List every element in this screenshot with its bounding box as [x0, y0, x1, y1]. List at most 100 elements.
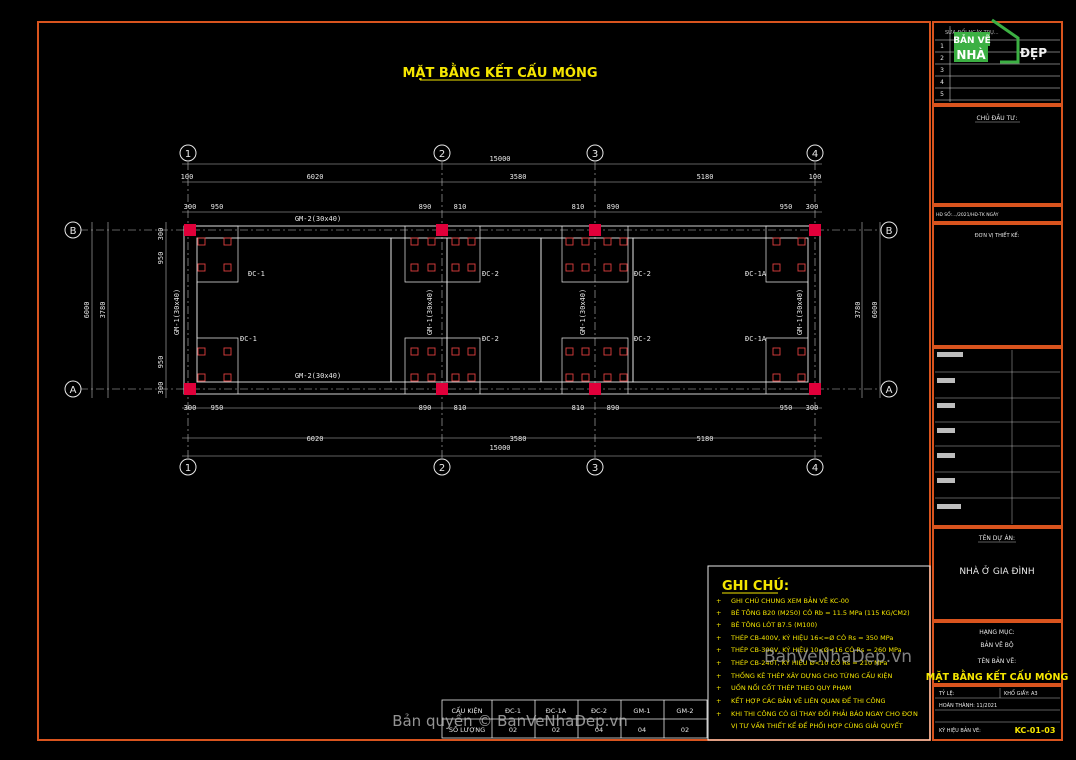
note-item: THÉP CB-240T, KÝ HIỆU Ø<10 CÓ Rs = 210 M…: [730, 658, 887, 667]
columns: [184, 224, 821, 395]
svg-text:890: 890: [419, 404, 432, 412]
svg-text:+: +: [716, 634, 721, 642]
svg-text:3580: 3580: [510, 435, 527, 443]
sheet-name: MẶT BẰNG KẾT CẤU MÓNG: [926, 670, 1069, 683]
dim-text-sides: 6000 3780 950 950 300 300 3780 6000: [83, 228, 879, 395]
info-table: [935, 688, 1060, 723]
svg-text:300: 300: [806, 203, 819, 211]
schedule-table: [441, 699, 708, 739]
svg-text:950: 950: [780, 404, 793, 412]
svg-text:890: 890: [419, 203, 432, 211]
dimension-lines: [91, 163, 881, 457]
svg-text:02: 02: [681, 726, 689, 734]
note-item: BÊ TÔNG LÓT B7.5 (M100): [731, 620, 817, 629]
svg-text:+: +: [716, 697, 721, 705]
svg-text:ĐC-1: ĐC-1: [505, 707, 521, 715]
svg-text:02: 02: [552, 726, 560, 734]
svg-text:+: +: [716, 659, 721, 667]
svg-text:+: +: [716, 597, 721, 605]
note-item: KẾT HỢP CÁC BẢN VẼ LIÊN QUAN ĐỂ THI CÔNG: [731, 695, 886, 705]
footing-pads: [184, 225, 820, 394]
dim-text-bottom: 300 950 890 810 810 890 950 300 6020 358…: [184, 404, 819, 452]
svg-text:02: 02: [509, 726, 517, 734]
svg-text:+: +: [716, 684, 721, 692]
svg-text:810: 810: [572, 203, 585, 211]
beam-labels: GM-2(30x40) GM-2(30x40) GM-1(30x40) GM-1…: [173, 215, 804, 380]
signature-rows: [935, 350, 1060, 524]
svg-text:6020: 6020: [307, 435, 324, 443]
svg-text:3: 3: [592, 149, 598, 160]
svg-text:810: 810: [454, 203, 467, 211]
note-item: VỊ TƯ VẤN THIẾT KẾ ĐỂ PHỐI HỢP CÙNG GIẢI…: [731, 720, 903, 730]
schedule-cells: CẤU KIỆN ĐC-1 ĐC-1A ĐC-2 GM-1 GM-2 SỐ LƯ…: [449, 705, 694, 734]
svg-text:300: 300: [184, 404, 197, 412]
title-block-frames: [932, 21, 1063, 741]
revision-rows: 1 2 3 4 5: [940, 43, 944, 98]
svg-text:6000: 6000: [83, 302, 91, 319]
copyright-watermark: Bản quyền © BanVeNhaDep.vn: [392, 712, 628, 730]
svg-text:300: 300: [157, 382, 165, 395]
sheet-label: TÊN BẢN VẼ:: [977, 657, 1016, 665]
beam-outlines: [183, 225, 821, 395]
note-item: KHI THI CÔNG CÓ GÌ THAY ĐỔI PHẢI BÁO NGA…: [731, 708, 918, 718]
svg-text:A: A: [886, 385, 893, 396]
pile-caps: [197, 237, 806, 382]
svg-text:B: B: [886, 226, 893, 237]
svg-text:ĐẸP: ĐẸP: [1020, 46, 1047, 60]
contract-label: HĐ SỐ:.../2021/HĐ-TK NGÀY: [936, 210, 999, 218]
dim-text-top: 15000 100 6020 3580 5180 100 300 950 890…: [181, 155, 822, 211]
svg-text:3: 3: [592, 463, 598, 474]
svg-text:15000: 15000: [489, 444, 510, 452]
svg-text:5180: 5180: [697, 173, 714, 181]
svg-text:100: 100: [181, 173, 194, 181]
svg-text:1: 1: [185, 463, 191, 474]
svg-text:ĐC-2: ĐC-2: [591, 707, 607, 715]
svg-text:300: 300: [806, 404, 819, 412]
svg-text:SỐ LƯỢNG: SỐ LƯỢNG: [449, 724, 485, 734]
svg-text:300: 300: [184, 203, 197, 211]
svg-text:ĐC-1: ĐC-1: [240, 335, 257, 343]
grid-bubbles-bottom: 1 2 3 4: [179, 458, 824, 476]
svg-text:2: 2: [439, 149, 445, 160]
svg-text:6020: 6020: [307, 173, 324, 181]
grid-lines: [80, 162, 880, 458]
svg-text:B: B: [70, 226, 77, 237]
svg-text:GM-2(30x40): GM-2(30x40): [295, 215, 341, 223]
grid-bubbles-letters: B A B A: [64, 221, 898, 398]
svg-text:5: 5: [940, 91, 944, 98]
svg-text:1: 1: [940, 43, 944, 50]
note-item: GHI CHÚ CHUNG XEM BẢN VẼ KC-00: [731, 596, 849, 605]
svg-text:CẤU KIỆN: CẤU KIỆN: [452, 705, 483, 715]
svg-text:ĐC-1A: ĐC-1A: [745, 270, 767, 278]
svg-text:GM-1(30x40): GM-1(30x40): [796, 289, 804, 335]
svg-text:GM-2(30x40): GM-2(30x40): [295, 372, 341, 380]
svg-text:04: 04: [638, 726, 646, 734]
svg-text:2: 2: [940, 55, 944, 62]
note-item: BÊ TÔNG B20 (M250) CÓ Rb = 11.5 MPa (115…: [731, 608, 910, 617]
svg-text:+: +: [716, 646, 721, 654]
svg-text:810: 810: [572, 404, 585, 412]
svg-text:810: 810: [454, 404, 467, 412]
note-item: UỐN NỐI CỐT THÉP THEO QUY PHẠM: [731, 682, 851, 692]
svg-text:GM-1: GM-1: [633, 707, 650, 715]
designer-label: ĐƠN VỊ THIẾT KẾ:: [975, 231, 1020, 239]
svg-text:4: 4: [812, 463, 818, 474]
svg-text:ĐC-1A: ĐC-1A: [546, 707, 567, 715]
svg-text:1: 1: [185, 149, 191, 160]
svg-text:ĐC-2: ĐC-2: [482, 335, 499, 343]
note-item: THỐNG KÊ THÉP XÂY DỰNG CHO TỪNG CẤU KIỆN: [730, 670, 893, 680]
svg-text:GM-1(30x40): GM-1(30x40): [579, 289, 587, 335]
svg-text:3780: 3780: [854, 302, 862, 319]
house-icon: [991, 18, 1020, 64]
svg-text:3780: 3780: [99, 302, 107, 319]
item-name: BẢN VẼ BỘ: [980, 641, 1014, 649]
svg-text:2: 2: [439, 463, 445, 474]
svg-text:3580: 3580: [510, 173, 527, 181]
svg-text:15000: 15000: [489, 155, 510, 163]
svg-text:+: +: [716, 710, 721, 718]
svg-text:100: 100: [809, 173, 822, 181]
logo: BẢN VẼ NHÀ ĐẸP: [953, 18, 1047, 64]
svg-text:GM-1(30x40): GM-1(30x40): [173, 289, 181, 335]
svg-text:GM-2: GM-2: [676, 707, 693, 715]
